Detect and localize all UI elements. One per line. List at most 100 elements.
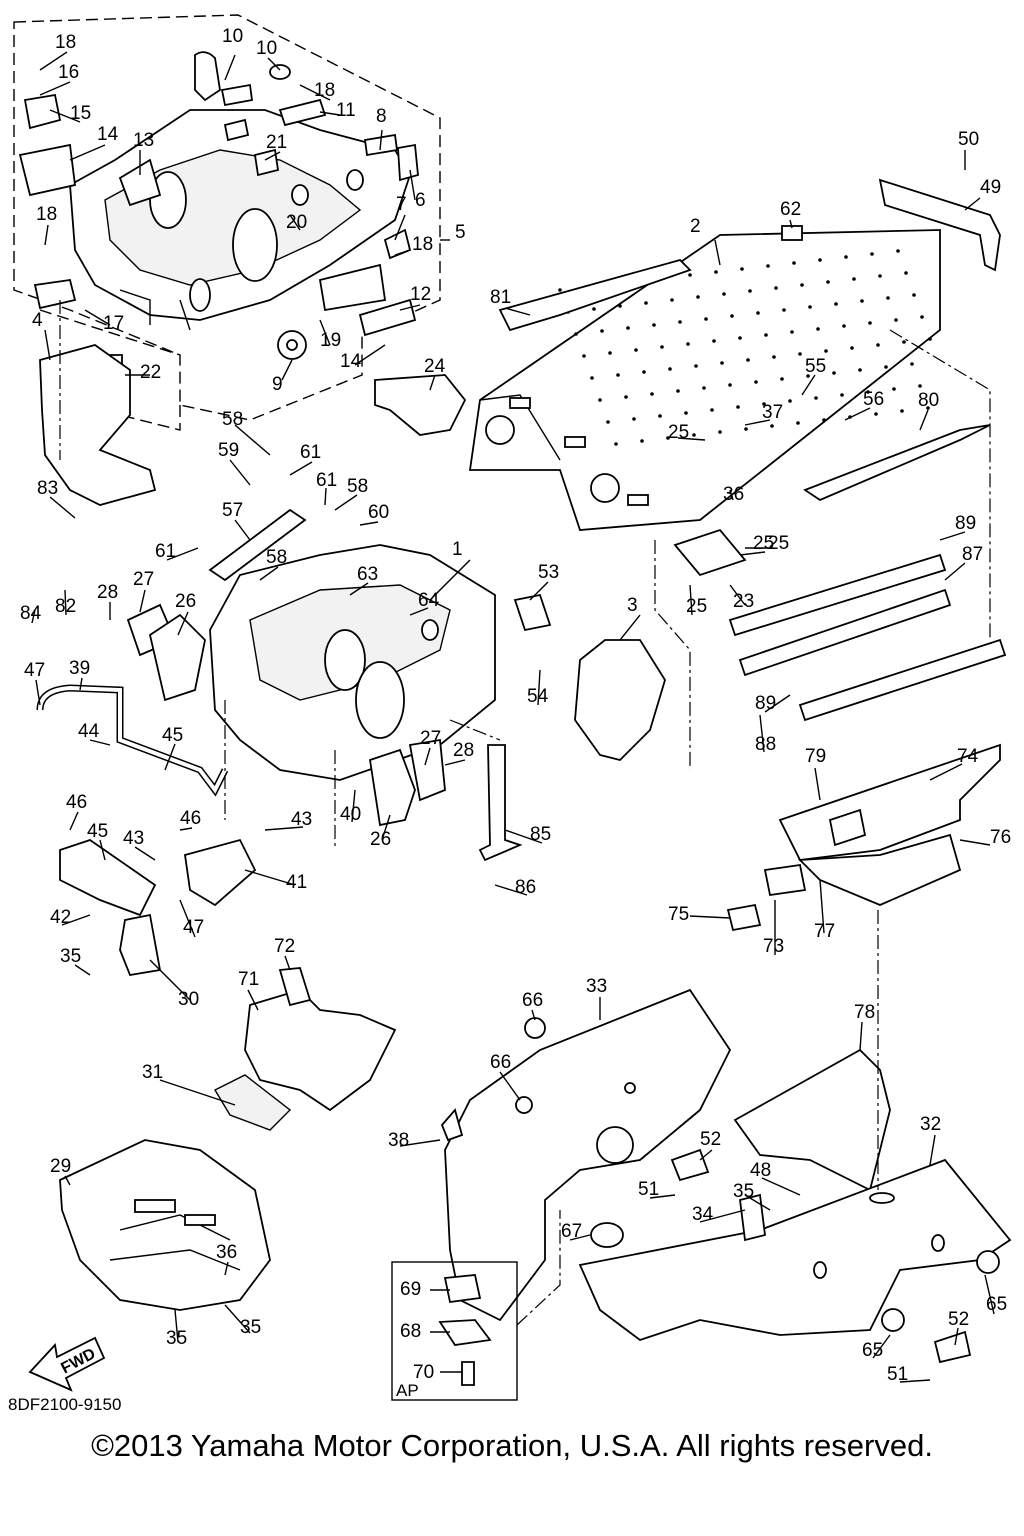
callout-57: 57 [222,500,243,521]
leader-line [179,827,193,831]
callout-25: 25 [686,596,707,617]
leader-line [35,679,41,706]
callout-45: 45 [87,821,108,842]
leader-line [289,461,313,476]
callout-6: 6 [415,190,426,211]
rivet-dot [694,364,698,368]
callout-28: 28 [453,740,474,761]
leader-line [44,224,49,246]
callout-27: 27 [133,569,154,590]
callout-17: 17 [103,313,124,334]
rivet-dot [790,330,794,334]
rivet-dot [748,289,752,293]
part-31-grille [214,1074,292,1131]
rivet-dot [800,283,804,287]
rivet-dot [874,412,878,416]
callout-67: 67 [561,1221,582,1242]
callout-76: 76 [990,827,1011,848]
callout-25: 25 [768,533,789,554]
callout-7: 7 [396,194,407,215]
rivet-dot [868,321,872,325]
callout-12: 12 [410,284,431,305]
callout-65: 65 [986,1294,1007,1315]
rivet-dot [644,301,648,305]
upper-small-parts [18,51,419,386]
part-69-shape [443,1274,482,1304]
callout-38: 38 [388,1130,409,1151]
leader-line [744,1194,771,1211]
leader-line [899,1379,931,1383]
rivet-dot [592,307,596,311]
callout-61: 61 [300,442,321,463]
part-68-shape [438,1319,492,1346]
rivet-dot [632,417,636,421]
callout-36: 36 [723,484,744,505]
callout-52: 52 [948,1309,969,1330]
rivet-dot [614,442,618,446]
rivet-dot [650,392,654,396]
callout-45: 45 [162,725,183,746]
leader-line [247,989,259,1011]
bellows-left [126,603,206,702]
part-34-clip [739,1193,766,1242]
rivet-dot [658,414,662,418]
leader-line [929,763,963,781]
callout-27: 27 [420,728,441,749]
rivet-dot [660,345,664,349]
leader-line [759,714,765,753]
leader-line [699,1209,746,1223]
rivet-dot [598,398,602,402]
callout-58: 58 [347,476,368,497]
part-62-square [781,225,803,241]
rivet-dot [678,320,682,324]
leader-line [739,551,766,556]
leader-line [619,614,641,641]
rivet-dot [696,295,700,299]
callout-4: 4 [32,310,43,331]
rivet-dot [780,377,784,381]
leader-line [844,407,871,421]
rivet-dot [714,270,718,274]
rivet-dot [624,395,628,399]
rivet-dot [844,255,848,259]
rivet-dot [740,267,744,271]
leader-line [929,1134,936,1166]
callout-3: 3 [627,595,638,616]
callout-2: 2 [690,216,701,237]
callout-66: 66 [522,990,543,1011]
part-23-bracket [673,528,747,577]
part-65-grommet-a [976,1250,1000,1274]
leader-line [919,409,929,431]
leader-line [89,739,111,746]
rivet-dot [606,420,610,424]
rear-shield [726,743,1001,932]
rivet-dot [728,383,732,387]
leader-line [64,589,67,616]
leader-line [44,329,51,361]
leader-line [689,915,731,919]
callout-10: 10 [222,26,243,47]
part-80-strip [803,424,991,502]
callout-51: 51 [638,1179,659,1200]
leader-line [409,169,416,201]
leader-line [259,566,279,581]
connector-line-lower [334,719,501,850]
callout-28: 28 [97,582,118,603]
subassembly-dashed-outline [13,14,441,421]
callout-11: 11 [336,100,356,121]
rivet-dot [754,380,758,384]
callout-77: 77 [814,921,835,942]
rivet-dot [842,324,846,328]
leader-line [959,839,991,846]
callout-19: 19 [320,330,341,351]
leader-line [859,1021,863,1051]
leader-line [69,144,106,161]
leader-line [529,581,549,601]
leader-line [699,1149,713,1161]
rivet-dot [730,314,734,318]
callout-60: 60 [368,502,389,523]
callout-59: 59 [218,440,239,461]
main-tunnel [468,229,941,531]
rivet-dot [710,408,714,412]
callout-35: 35 [60,946,81,967]
